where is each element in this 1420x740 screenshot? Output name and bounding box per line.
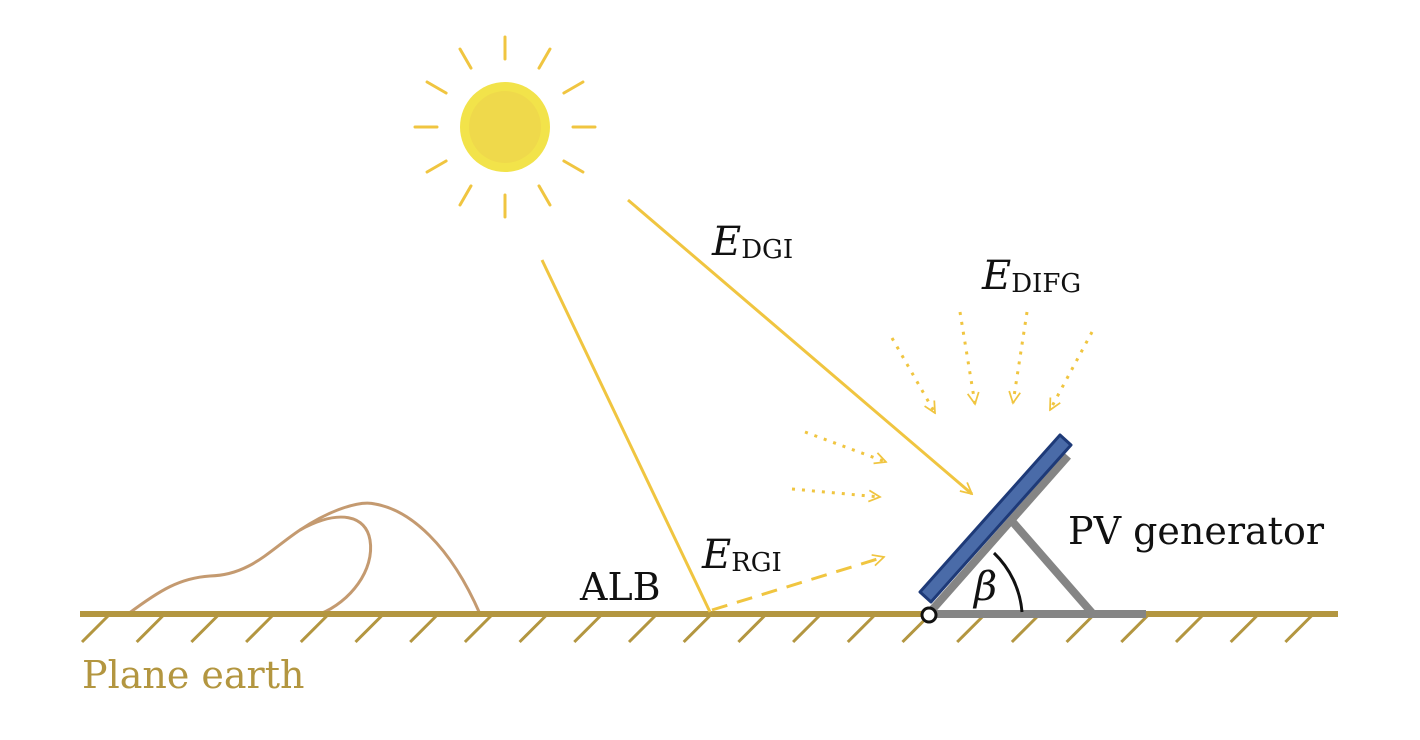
- direct-ray-to-ground: [540, 259, 712, 613]
- generator-label: PV generator: [1068, 509, 1325, 553]
- frame-strut: [1007, 517, 1097, 617]
- diffuse-arrow: [791, 487, 880, 497]
- direct-irradiance-label: EDGI: [711, 219, 793, 265]
- ground-hatch-mark: [1120, 614, 1149, 644]
- diffuse-arrow: [958, 311, 975, 404]
- diffuse-arrow: [890, 337, 937, 413]
- ground-hatch-mark: [1010, 614, 1039, 644]
- sun-ray: [537, 184, 552, 207]
- ground-hatch-mark: [1065, 614, 1094, 644]
- sun-core: [469, 91, 541, 163]
- sun-ray: [425, 80, 448, 95]
- panel-body: [918, 433, 1073, 604]
- diffuse-sub: DIFG: [1011, 269, 1081, 299]
- ground-hatch-mark: [792, 614, 821, 644]
- frame-back: [929, 453, 1071, 613]
- ground-hatch-mark: [518, 614, 547, 644]
- diffuse-irradiance-label: EDIFG: [981, 253, 1081, 299]
- sun-ray: [537, 47, 552, 70]
- solar-panel-icon: [918, 433, 1073, 604]
- ground-hatch-mark: [409, 614, 438, 644]
- ground-hatch-mark: [846, 614, 875, 644]
- tilt-angle-arc: [992, 551, 1024, 613]
- sun-ray: [425, 159, 448, 174]
- reflected-ray-arrow: [711, 557, 884, 612]
- ground-hatch-mark: [1229, 614, 1258, 644]
- sun-ray: [562, 159, 585, 174]
- pv-frame: [929, 453, 1146, 618]
- diffuse-arrow: [1013, 311, 1029, 403]
- ground-hatch-mark: [1284, 614, 1313, 644]
- ground-label: Plane earth: [82, 653, 304, 697]
- diffuse-arrow: [804, 430, 886, 462]
- direct-main: E: [711, 219, 741, 265]
- sun-icon: [413, 35, 597, 219]
- ground-hatch-mark: [80, 614, 110, 644]
- ground-hatch-mark: [299, 614, 328, 644]
- diffuse-main: E: [981, 253, 1011, 299]
- ground-hatch-mark: [1174, 614, 1204, 644]
- tilt-angle-label: β: [972, 564, 997, 610]
- ground-hatch-mark: [573, 614, 602, 644]
- reflected-irradiance-label: ERGI: [701, 532, 782, 578]
- reflected-main: E: [701, 532, 731, 578]
- ground-hatch-mark: [956, 614, 985, 644]
- pivot-circle-icon: [920, 606, 938, 624]
- diffuse-arrow: [1048, 331, 1094, 410]
- ground-hatch-mark: [737, 614, 766, 644]
- ground-hatch-mark: [627, 614, 657, 644]
- reflected-sub: RGI: [731, 548, 782, 578]
- ground-hatch-mark: [463, 614, 492, 644]
- ground-hatch-mark: [135, 614, 164, 644]
- ground-hatch-mark: [682, 614, 711, 644]
- ground-hatch-mark: [190, 614, 219, 644]
- diffuse-arrows: [791, 311, 1094, 497]
- sun-rays: [413, 35, 597, 219]
- ground-hatch-mark: [354, 614, 383, 644]
- sun-ray: [562, 80, 585, 95]
- direct-sub: DGI: [741, 235, 793, 265]
- direct-ray-arrow: [627, 198, 972, 494]
- ground-hatch-mark: [245, 614, 274, 644]
- ground-hatching: [80, 614, 1313, 644]
- sun-ray: [458, 47, 473, 70]
- albedo-label: ALB: [579, 565, 661, 609]
- hill-outline: [127, 501, 482, 616]
- sun-ray: [458, 184, 473, 207]
